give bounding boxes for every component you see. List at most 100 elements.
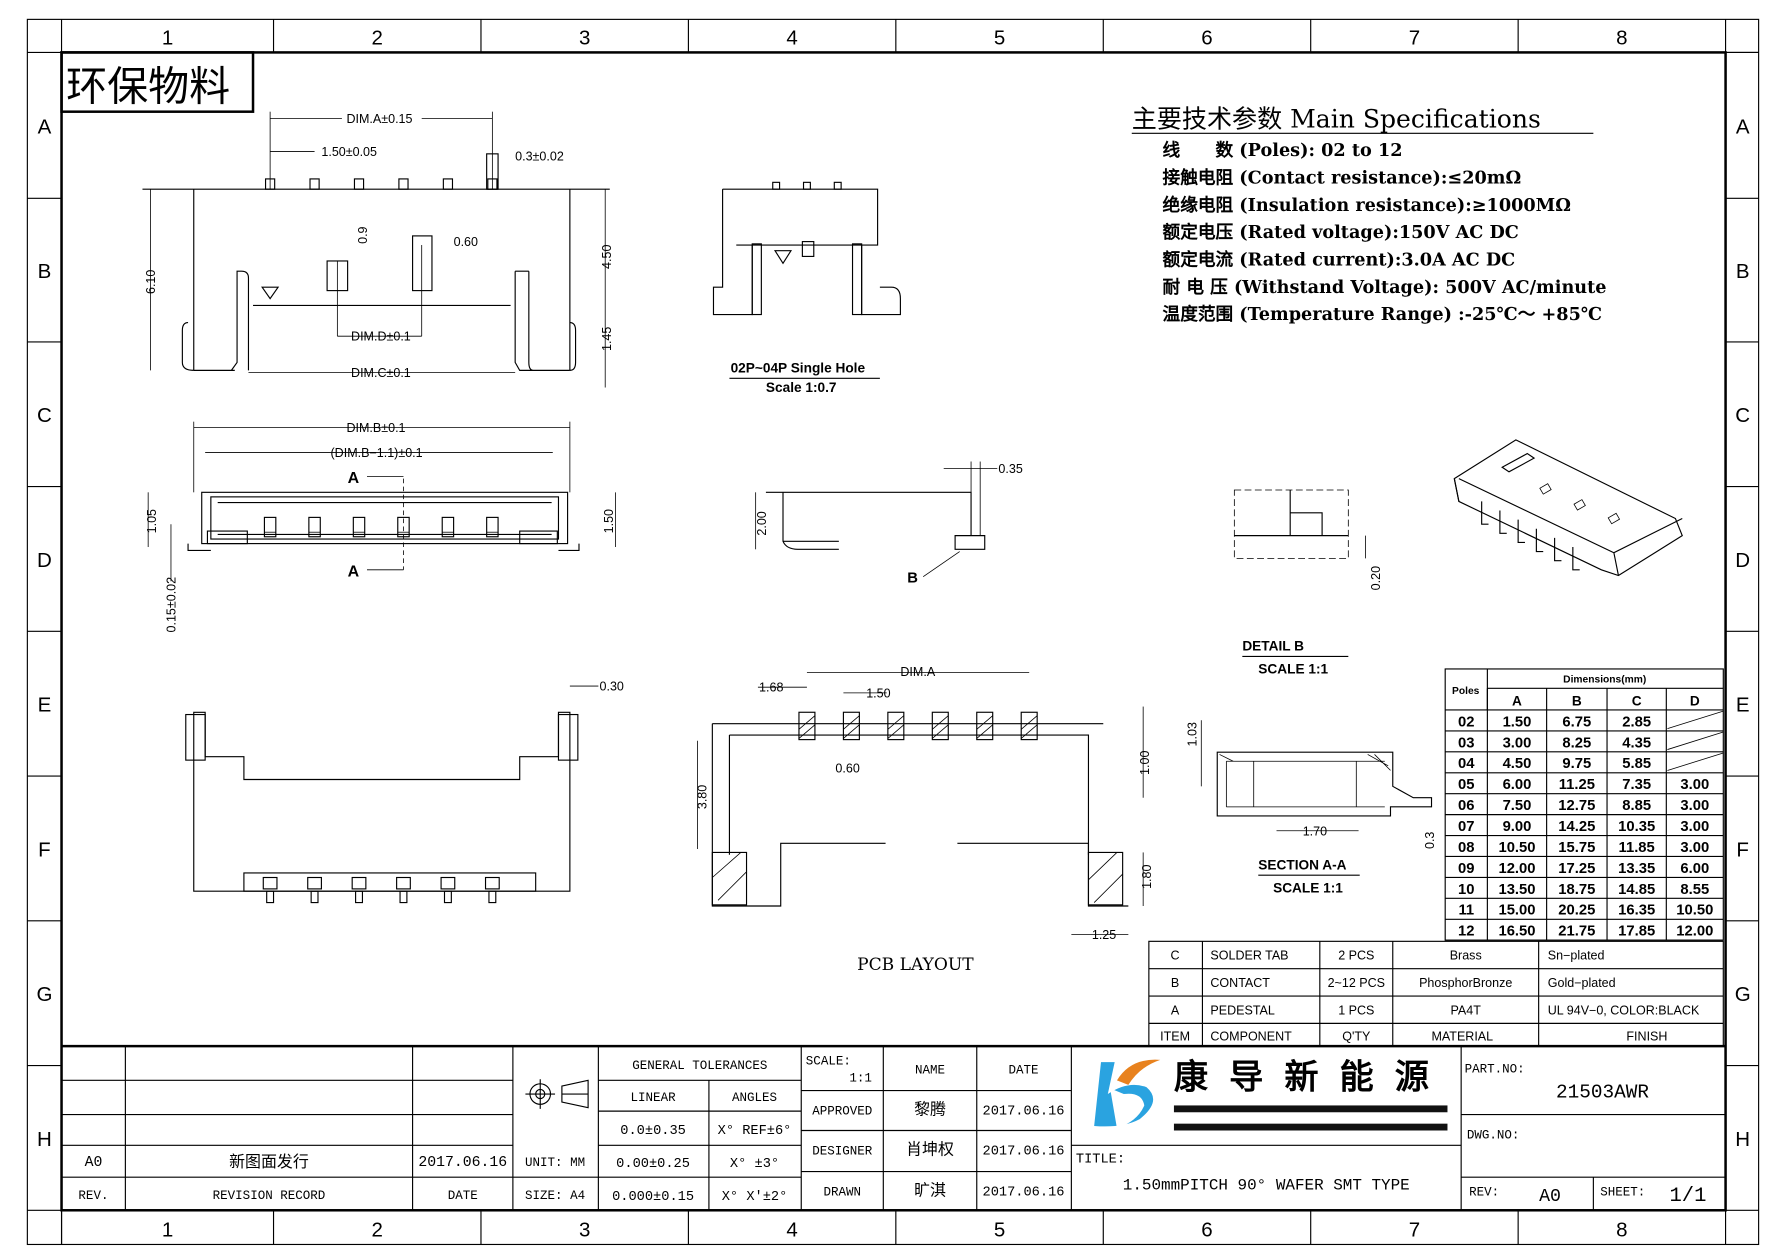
table-cell: 16.35 (1618, 903, 1655, 919)
angle-tolerance: X° ±3° (730, 1157, 779, 1172)
table-cell: 10.50 (1676, 903, 1713, 919)
approval-date: 2017.06.16 (983, 1105, 1065, 1120)
table-cell: 11 (1458, 903, 1474, 919)
scale-label: SCALE: (806, 1054, 851, 1068)
column-marker: 8 (1616, 1218, 1627, 1241)
table-cell: 3.00 (1680, 798, 1709, 814)
table-cell: 10.50 (1498, 840, 1535, 856)
table-cell: 04 (1458, 756, 1475, 772)
detail-b-marker: B (907, 570, 918, 586)
table-header: C (1632, 693, 1642, 708)
column-marker: 4 (786, 26, 797, 49)
table-cell: 2.85 (1622, 714, 1651, 730)
section-scale: SCALE 1:1 (1273, 880, 1343, 895)
dim-d-label: DIM.D±0.1 (351, 330, 411, 344)
height-020-label: 0.20 (1369, 566, 1383, 590)
dimensions-group-header: Dimensions(mm) (1563, 675, 1646, 686)
revision-value: A0 (85, 1155, 103, 1171)
table-cell: 4.35 (1622, 735, 1651, 751)
contact (262, 876, 278, 890)
height-09-label: 0.9 (356, 226, 370, 243)
table-cell: 03 (1458, 735, 1474, 751)
general-tolerances-title: GENERAL TOLERANCES (632, 1059, 767, 1073)
third-angle-projection-icon (525, 1079, 589, 1109)
height-200-label: 2.00 (755, 511, 769, 535)
table-cell: 11.25 (1559, 777, 1595, 793)
row-marker: H (1735, 1128, 1750, 1151)
approval-name: 旷淇 (914, 1180, 946, 1199)
column-marker: 7 (1409, 26, 1420, 49)
pcb-180-label: 1.80 (1140, 865, 1154, 889)
side-profile-drawing: 0.35 2.00 B (755, 461, 1023, 586)
contact (308, 516, 321, 538)
row-marker: A (1736, 115, 1750, 138)
pcb-pad (887, 711, 905, 741)
bottom-view-drawing: 0.30 (185, 680, 624, 904)
pcb-layout-title: PCB LAYOUT (857, 955, 974, 975)
dwg-no-label: DWG.NO: (1467, 1128, 1520, 1142)
height-150-label: 1.50 (602, 509, 616, 533)
contact (1535, 528, 1544, 553)
section-marker-top: A (348, 470, 360, 487)
approval-date: 2017.06.16 (983, 1185, 1065, 1200)
date-header: DATE (448, 1189, 478, 1203)
height-450-label: 4.50 (600, 245, 614, 269)
table-cell: 12.75 (1558, 798, 1595, 814)
contact-lead (310, 890, 319, 904)
column-marker: 1 (162, 1218, 173, 1241)
table-cell: 3.00 (1680, 819, 1709, 835)
table-cell: 6.00 (1503, 777, 1532, 793)
row-marker: E (1736, 694, 1750, 717)
dim-b-label: DIM.B±0.1 (346, 421, 405, 435)
table-cell: 7.50 (1503, 798, 1532, 814)
contact (351, 876, 367, 890)
rev-value: A0 (1539, 1187, 1561, 1207)
bom-cell: UL 94V−0, COLOR:BLACK (1548, 1003, 1700, 1017)
table-cell: 10.35 (1618, 819, 1655, 835)
detail-b-title: DETAIL B (1242, 639, 1304, 654)
spec-line: 额定电压 (Rated voltage):150V AC DC (1163, 221, 1519, 243)
rev-label: REV: (1469, 1185, 1499, 1199)
row-marker: D (37, 549, 52, 572)
pcb-layout-drawing: DIM.A 1.68 1.50 0.60 3.80 1.00 1.80 1.25… (696, 665, 1155, 975)
column-marker: 5 (994, 26, 1005, 49)
table-cell: 10 (1458, 882, 1474, 898)
bom-header: MATERIAL (1431, 1029, 1493, 1043)
row-marker: F (1736, 838, 1749, 861)
contact (307, 876, 322, 890)
table-cell: 06 (1458, 798, 1474, 814)
table-cell: 16.50 (1498, 924, 1535, 940)
table-cell: 12.00 (1498, 861, 1535, 877)
pcb-125-label: 1.25 (1092, 928, 1116, 942)
revision-date-value: 2017.06.16 (418, 1155, 507, 1171)
bom-cell: SOLDER TAB (1210, 949, 1288, 963)
pcb-pad (1020, 711, 1038, 741)
bom-cell: PhosphorBronze (1419, 976, 1512, 990)
bom-cell: Brass (1450, 949, 1482, 963)
name-header: NAME (915, 1064, 945, 1078)
bom-header: COMPONENT (1210, 1029, 1292, 1043)
pcb-380-label: 3.80 (696, 785, 710, 809)
pcb-pad (798, 711, 816, 741)
contact (486, 516, 499, 538)
thickness-015-label: 0.15±0.02 (165, 577, 179, 633)
height-105-label: 1.05 (145, 509, 159, 533)
section-title: SECTION A-A (1258, 858, 1346, 873)
part-no-label: PART.NO: (1465, 1062, 1525, 1076)
pcb-dim-a-label: DIM.A (900, 665, 935, 679)
table-cell: 17.85 (1618, 924, 1655, 940)
table-cell: 20.25 (1558, 903, 1595, 919)
stamp-text: 环保物料 (66, 62, 230, 110)
contact (352, 516, 366, 538)
